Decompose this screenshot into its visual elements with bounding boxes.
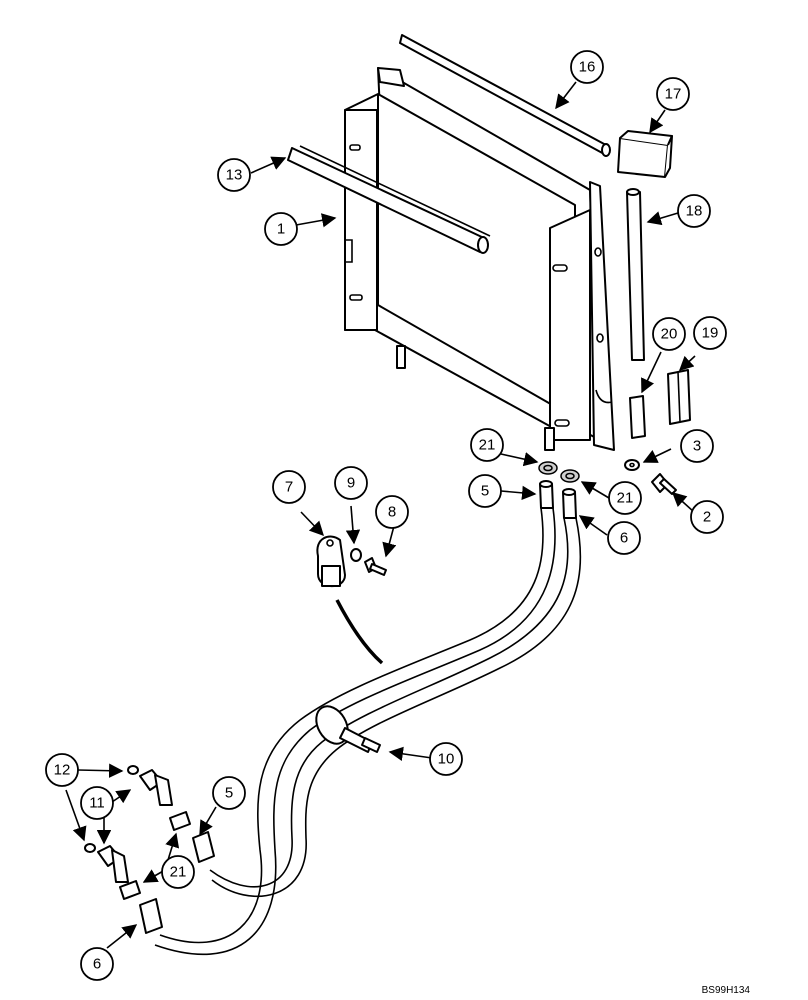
callout-11: 11 — [80, 786, 114, 820]
o-ring-12-upper — [127, 765, 139, 775]
callout-5-lower: 5 — [212, 776, 246, 810]
callout-21-lower: 21 — [161, 855, 195, 889]
callout-13: 13 — [217, 158, 251, 192]
svg-text:5: 5 — [481, 483, 489, 500]
svg-text:2: 2 — [703, 509, 711, 526]
callout-5-upper: 5 — [468, 474, 502, 508]
seal-strip-13 — [287, 145, 491, 254]
callout-17: 17 — [656, 77, 690, 111]
clamp-10 — [315, 705, 381, 753]
tube-connector-upper — [169, 811, 191, 831]
foam-strip-20 — [629, 395, 646, 439]
seal-strip-16 — [399, 34, 611, 157]
svg-text:18: 18 — [686, 203, 703, 220]
oil-line — [154, 507, 582, 956]
svg-text:12: 12 — [54, 762, 71, 779]
foam-strip-19 — [667, 369, 691, 425]
clamp-21-upper — [538, 461, 580, 483]
svg-text:1: 1 — [277, 221, 285, 238]
bolt-2 — [651, 473, 677, 495]
svg-text:5: 5 — [225, 785, 233, 802]
svg-text:7: 7 — [285, 479, 293, 496]
svg-text:21: 21 — [479, 437, 496, 454]
svg-text:3: 3 — [693, 438, 701, 455]
callout-10: 10 — [429, 742, 463, 776]
svg-text:20: 20 — [661, 326, 678, 343]
callout-7: 7 — [272, 470, 306, 504]
clip-7 — [316, 535, 346, 588]
drawing-code: BS99H134 — [701, 985, 750, 996]
oil-cooler-core — [344, 93, 615, 451]
hose-6-lower — [139, 898, 163, 934]
svg-text:6: 6 — [620, 530, 628, 547]
callout-6-upper: 6 — [607, 521, 641, 555]
hose-5-lower — [192, 831, 215, 863]
foam-strip-18 — [626, 188, 645, 361]
callout-6-lower: 6 — [80, 947, 114, 981]
elbow-fitting-11-upper — [139, 769, 173, 806]
callout-2: 2 — [690, 500, 724, 534]
callout-18: 18 — [677, 194, 711, 228]
callout-19: 19 — [693, 316, 727, 350]
hose-5-upper — [539, 480, 554, 509]
callout-1: 1 — [264, 212, 298, 246]
svg-text:21: 21 — [170, 864, 187, 881]
svg-text:16: 16 — [579, 59, 596, 76]
svg-text:9: 9 — [347, 475, 355, 492]
svg-text:10: 10 — [438, 751, 455, 768]
callout-20: 20 — [652, 317, 686, 351]
callout-3: 3 — [680, 429, 714, 463]
routing-indicator — [335, 599, 384, 665]
bolt-8 — [364, 557, 387, 576]
hose-6-upper — [562, 488, 577, 519]
callout-9: 9 — [334, 466, 368, 500]
svg-text:19: 19 — [702, 325, 719, 342]
foam-block-17 — [617, 130, 673, 178]
svg-text:11: 11 — [89, 795, 105, 812]
callout-21-upper-left: 21 — [470, 428, 504, 462]
callout-21-upper-right: 21 — [608, 481, 642, 515]
svg-text:21: 21 — [617, 490, 634, 507]
washer-9 — [350, 548, 362, 562]
leader-lines — [65, 81, 696, 949]
tube-connector-lower — [119, 880, 141, 900]
svg-text:17: 17 — [665, 86, 682, 103]
o-ring-12-lower — [84, 843, 96, 853]
svg-text:8: 8 — [388, 504, 396, 521]
svg-text:13: 13 — [226, 167, 243, 184]
washer-3 — [624, 459, 640, 471]
elbow-fitting-11-lower — [97, 845, 129, 883]
callout-12: 12 — [45, 753, 79, 787]
svg-text:6: 6 — [93, 956, 101, 973]
callout-8: 8 — [375, 495, 409, 529]
callout-16: 16 — [570, 50, 604, 84]
